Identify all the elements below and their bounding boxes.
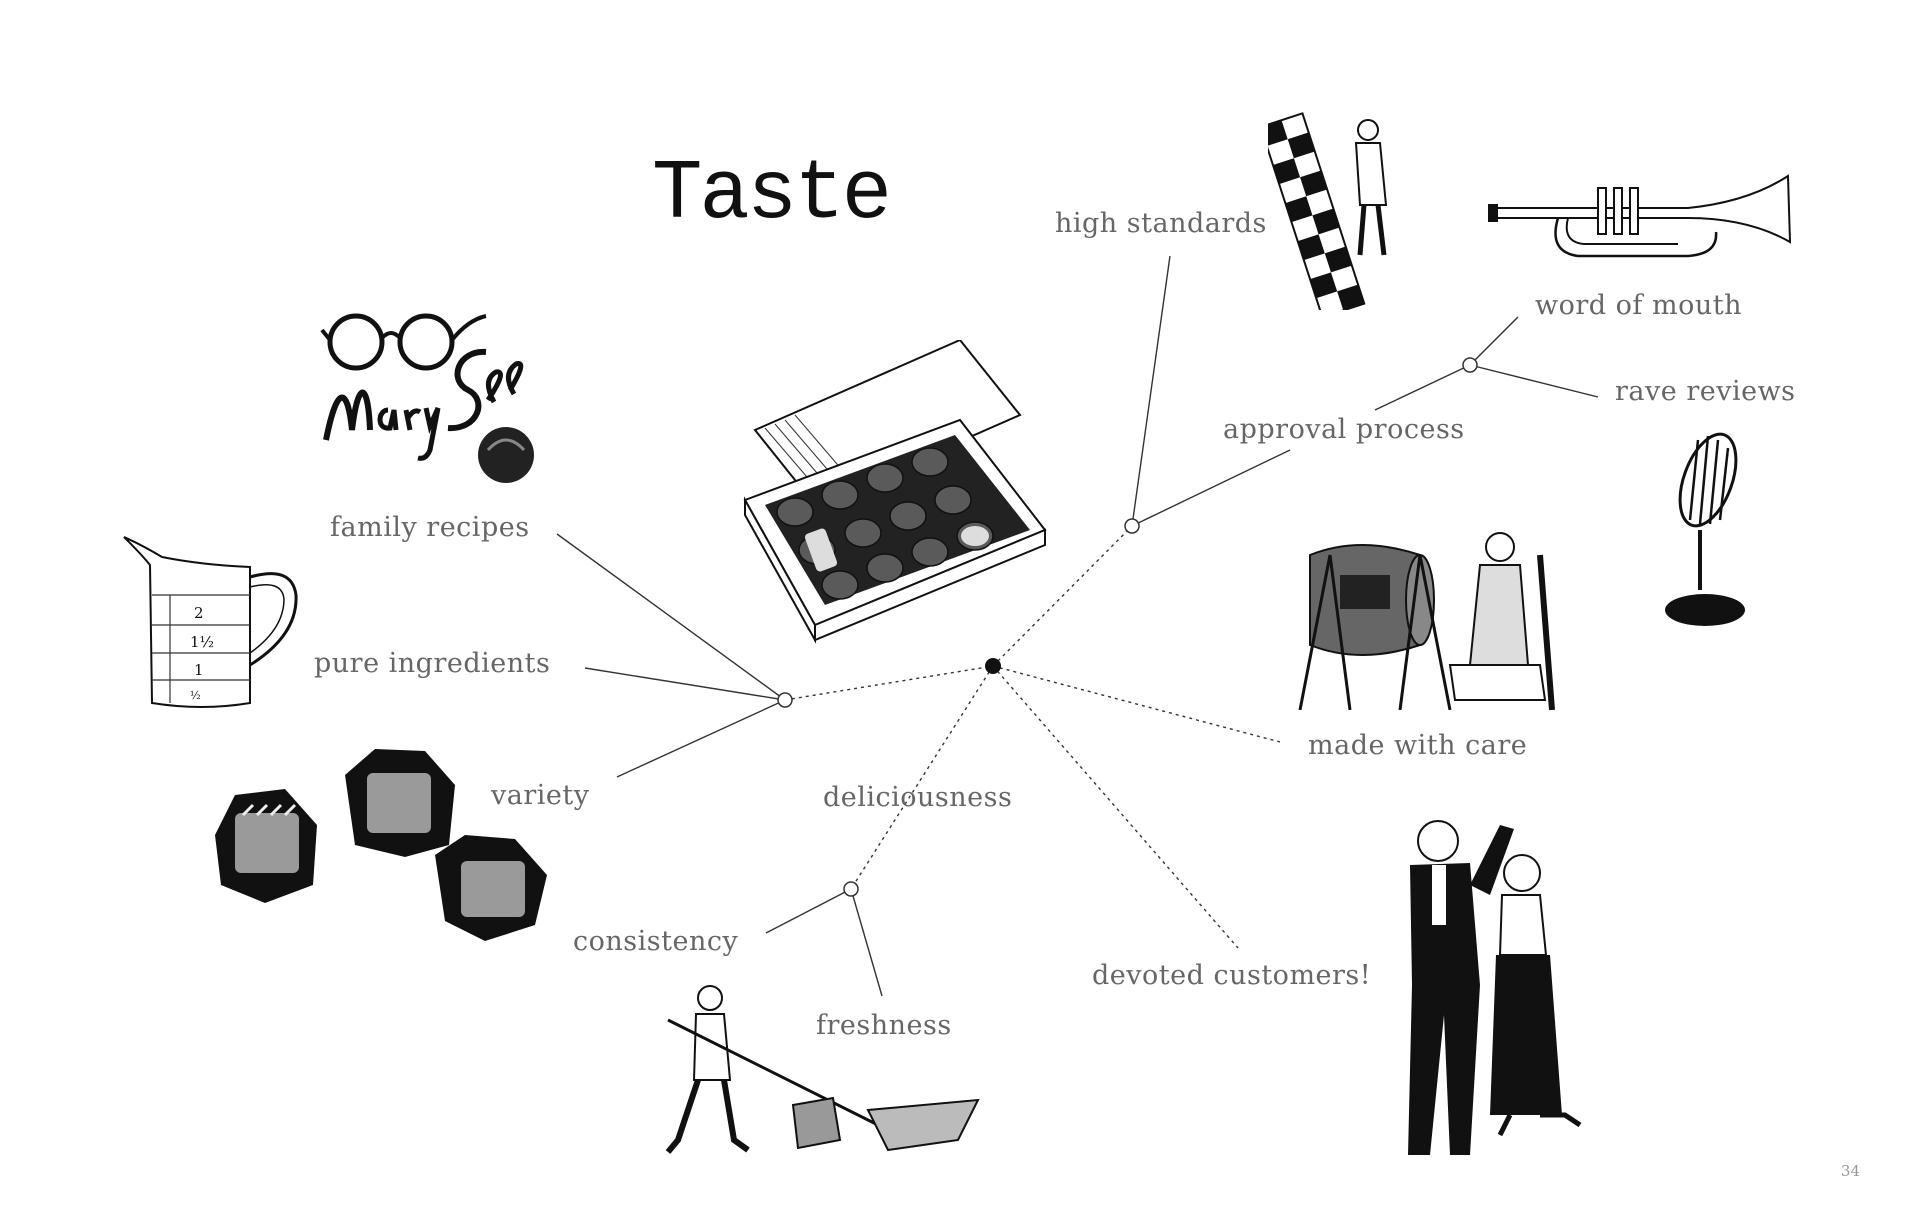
page-title: Taste [652, 148, 889, 243]
connector-consistency [766, 889, 851, 933]
connector-high-standards [1132, 256, 1170, 526]
page-number: 34 [1841, 1162, 1860, 1180]
label-approval-process: approval process [1223, 414, 1465, 445]
label-made-with-care: made with care [1308, 730, 1527, 761]
label-rave-reviews: rave reviews [1615, 376, 1796, 407]
measuring-cup-icon: 2 1½ 1 ½ [122, 535, 302, 710]
node-left [778, 693, 792, 707]
label-family-recipes: family recipes [330, 512, 530, 543]
connector-variety [617, 700, 785, 777]
barrel-churn-icon [1290, 515, 1565, 710]
label-pure-ingredients: pure ingredients [314, 648, 550, 679]
node-word-of-mouth [1463, 358, 1477, 372]
connector-made-with-care [993, 666, 1280, 742]
trumpet-icon [1488, 172, 1798, 267]
connector-deliciousness [851, 666, 993, 889]
connector-approval-process [1132, 450, 1290, 526]
dancing-couple-icon [1390, 815, 1585, 1165]
microphone-icon [1660, 430, 1760, 635]
connector-rave-reviews [1470, 365, 1598, 397]
node-deliciousness [844, 882, 858, 896]
cup-mark-half: ½ [190, 689, 201, 702]
label-high-standards: high standards [1055, 208, 1267, 239]
connector-pure-ingredients [585, 668, 785, 700]
label-consistency: consistency [573, 926, 738, 957]
label-deliciousness: deliciousness [823, 782, 1012, 813]
cup-mark-1-half: 1½ [190, 633, 214, 651]
chocolate-box-icon [735, 340, 1055, 650]
cup-mark-1: 1 [194, 661, 204, 679]
connector-word-of-mouth [1470, 317, 1518, 365]
hub-node [985, 658, 1001, 674]
glasses-logo-icon [318, 300, 558, 490]
label-word-of-mouth: word of mouth [1535, 290, 1742, 321]
bonbons-icon [205, 745, 565, 945]
checkered-ladder-icon [1268, 105, 1408, 310]
cup-mark-2: 2 [194, 604, 204, 622]
connector-devoted-customers [993, 666, 1238, 948]
node-approval [1125, 519, 1139, 533]
connector-trunk-left [785, 666, 993, 700]
connector-approval-sub [1375, 365, 1470, 410]
label-devoted-customers: devoted customers! [1092, 960, 1371, 991]
shoveling-man-icon [648, 980, 983, 1170]
